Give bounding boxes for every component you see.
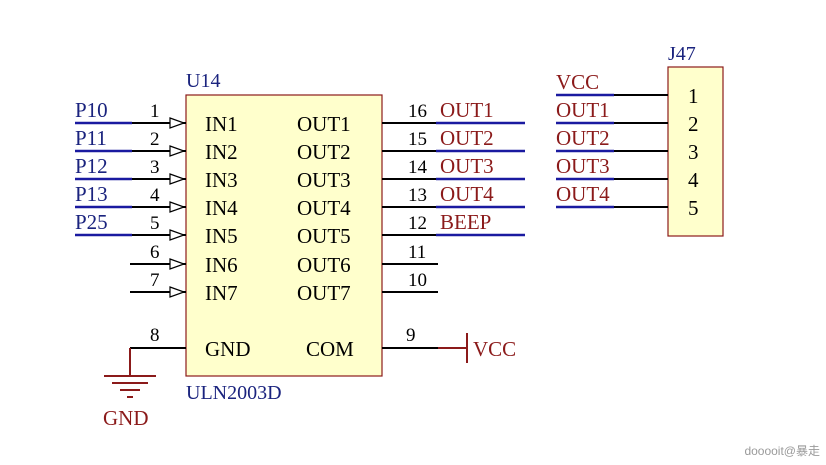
vcc-label: VCC xyxy=(473,337,516,361)
j47-net-label-OUT2: OUT2 xyxy=(556,126,610,150)
pin-5-name: IN5 xyxy=(205,224,238,248)
pin-13-name: OUT4 xyxy=(297,196,351,220)
pin-8-name: GND xyxy=(205,337,251,361)
pin-16-number: 16 xyxy=(408,101,427,122)
pin-4-name: IN4 xyxy=(205,196,238,220)
j47-pin-4: OUT3 4 xyxy=(556,154,699,192)
pin-6-name: IN6 xyxy=(205,253,238,277)
j47-designator: J47 xyxy=(668,43,696,65)
pin-5-input-arrow xyxy=(169,229,186,241)
pin-2-input-arrow xyxy=(169,145,186,157)
j47-pin-1: VCC 1 xyxy=(556,70,699,108)
j47-net-label-OUT3: OUT3 xyxy=(556,154,610,178)
pin-7-input-arrow xyxy=(169,286,186,298)
pin-15-number: 15 xyxy=(408,129,427,150)
pin-13-number: 13 xyxy=(408,185,427,206)
j47-net-label-OUT1: OUT1 xyxy=(556,98,610,122)
u14-part-number: ULN2003D xyxy=(186,382,282,404)
u14-com-pin: 9 COM xyxy=(306,325,438,361)
pin-4-number: 4 xyxy=(150,185,160,206)
pin-1-number: 1 xyxy=(150,101,160,122)
pin-2-name: IN2 xyxy=(205,140,238,164)
j47-pin-5-number: 5 xyxy=(688,196,699,220)
pin-3-number: 3 xyxy=(150,157,160,178)
pin-16-name: OUT1 xyxy=(297,112,351,136)
j47-pin-3: OUT2 3 xyxy=(556,126,699,164)
pin-5-number: 5 xyxy=(150,213,160,234)
pin-15-name: OUT2 xyxy=(297,140,351,164)
pin-3-name: IN3 xyxy=(205,168,238,192)
pin-11-number: 11 xyxy=(408,242,426,263)
pin-2-number: 2 xyxy=(150,129,160,150)
vcc-power-symbol: VCC xyxy=(438,333,516,363)
gnd-power-symbol: GND xyxy=(103,348,156,430)
net-label-BEEP: BEEP xyxy=(440,210,491,234)
pin-10-number: 10 xyxy=(408,270,427,291)
j47-pin-2: OUT1 2 xyxy=(556,98,699,136)
pin-4-input-arrow xyxy=(169,201,186,213)
net-label-P12: P12 xyxy=(75,154,108,178)
pin-6-number: 6 xyxy=(150,242,160,263)
pin-9-number: 9 xyxy=(406,325,416,346)
j47-pin-1-number: 1 xyxy=(688,84,699,108)
u14-output-pins: OUT116OUT1OUT215OUT2OUT314OUT3OUT413OUT4… xyxy=(297,98,525,305)
j47-pin-4-number: 4 xyxy=(688,168,699,192)
net-label-P13: P13 xyxy=(75,182,108,206)
net-label-P25: P25 xyxy=(75,210,108,234)
pin-10-name: OUT7 xyxy=(297,281,351,305)
pin-11-name: OUT6 xyxy=(297,253,351,277)
gnd-label: GND xyxy=(103,406,149,430)
pin-3-input-arrow xyxy=(169,173,186,185)
pin-7-number: 7 xyxy=(150,270,160,291)
pin-7-name: IN7 xyxy=(205,281,238,305)
pin-14-name: OUT3 xyxy=(297,168,351,192)
pin-1-name: IN1 xyxy=(205,112,238,136)
net-label-OUT4: OUT4 xyxy=(440,182,494,206)
net-label-OUT3: OUT3 xyxy=(440,154,494,178)
watermark: dooooit@暴走 xyxy=(744,444,820,458)
pin-8-number: 8 xyxy=(150,325,160,346)
pin-12-number: 12 xyxy=(408,213,427,234)
pin-9-name: COM xyxy=(306,337,354,361)
pin-6-input-arrow xyxy=(169,258,186,270)
j47-net-label-OUT4: OUT4 xyxy=(556,182,610,206)
u14-gnd-pin: 8 GND xyxy=(130,325,251,361)
pin-14-number: 14 xyxy=(408,157,428,178)
u14-body xyxy=(185,94,383,377)
j47-net-label-VCC: VCC xyxy=(556,70,599,94)
u14-designator: U14 xyxy=(186,70,220,92)
net-label-P11: P11 xyxy=(75,126,107,150)
j47-pin-3-number: 3 xyxy=(688,140,699,164)
j47-pin-2-number: 2 xyxy=(688,112,699,136)
pin-1-input-arrow xyxy=(169,117,186,129)
net-label-OUT1: OUT1 xyxy=(440,98,494,122)
net-label-P10: P10 xyxy=(75,98,108,122)
pin-12-name: OUT5 xyxy=(297,224,351,248)
net-label-OUT2: OUT2 xyxy=(440,126,494,150)
j47-pin-5: OUT4 5 xyxy=(556,182,699,220)
